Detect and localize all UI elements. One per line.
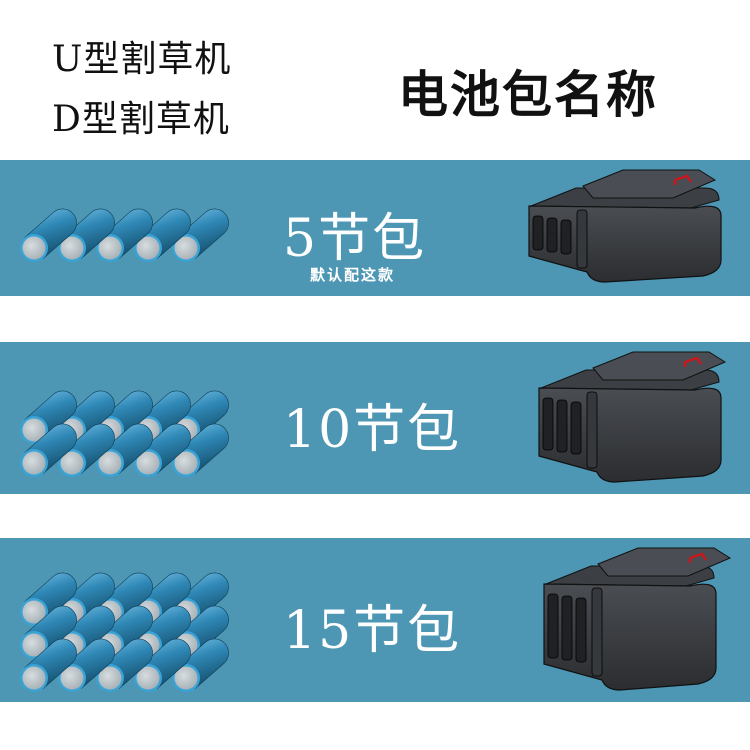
pack-terminal-slot: [560, 219, 572, 255]
pack-terminal-slot: [546, 217, 558, 253]
pack-terminal-slot: [570, 401, 582, 455]
battery-cell-end: [22, 600, 46, 624]
pack-body: [538, 387, 722, 483]
lawnmower-models: U型割草机 D型割草机: [52, 30, 312, 150]
pack-side-clamp: [591, 587, 603, 677]
battery-cell-end: [22, 418, 46, 442]
pack-row-5: 5节包 默认配这款: [0, 160, 750, 296]
pack-side-clamp: [576, 209, 588, 269]
battery-cell-end: [98, 451, 122, 475]
battery-cell-end: [98, 666, 122, 690]
default-note: 默认配这款: [310, 266, 396, 284]
pack-terminal-slot: [575, 597, 587, 663]
battery-cells-15-icon: [20, 572, 229, 692]
battery-cells-5-icon: [20, 208, 229, 262]
battery-cell-end: [22, 236, 46, 260]
pack-body: [528, 205, 722, 283]
battery-cell-end: [60, 236, 84, 260]
pack-terminal-slot: [561, 595, 573, 661]
battery-cell-end: [60, 666, 84, 690]
pack-release-indicator: [683, 356, 702, 367]
battery-cell-end: [22, 666, 46, 690]
battery-cell-end: [174, 451, 198, 475]
battery-cell-end: [136, 451, 160, 475]
pack-terminal-slot: [532, 215, 544, 251]
battery-cell-end: [60, 451, 84, 475]
pack-terminal-slot: [556, 399, 568, 453]
battery-pack-5-icon: [528, 169, 722, 283]
battery-pack-10-icon: [538, 351, 727, 483]
pack-release-indicator: [688, 552, 707, 563]
battery-cell-end: [22, 633, 46, 657]
model-d-label: D型割草机: [52, 99, 230, 140]
battery-cell-end: [174, 666, 198, 690]
pack-row-10: 10节包: [0, 342, 750, 494]
page-title: 电池包名称: [398, 66, 658, 124]
pack-label-10: 10节包: [283, 400, 462, 460]
battery-cell-end: [136, 666, 160, 690]
model-u-label: U型割草机: [52, 39, 232, 80]
pack-side-clamp: [586, 391, 598, 469]
pack-terminal-slot: [547, 593, 559, 659]
pack-row-15: 15节包: [0, 538, 750, 702]
battery-cells-10-icon: [20, 390, 229, 477]
battery-cell-end: [22, 451, 46, 475]
pack-label-15: 15节包: [283, 601, 462, 661]
pack-body: [543, 583, 717, 691]
pack-label-5: 5节包: [283, 209, 427, 269]
battery-pack-15-icon: [543, 547, 732, 691]
battery-cell-end: [136, 236, 160, 260]
battery-cell-end: [174, 236, 198, 260]
pack-terminal-slot: [542, 397, 554, 451]
battery-cell-end: [98, 236, 122, 260]
pack-release-indicator: [673, 174, 692, 185]
